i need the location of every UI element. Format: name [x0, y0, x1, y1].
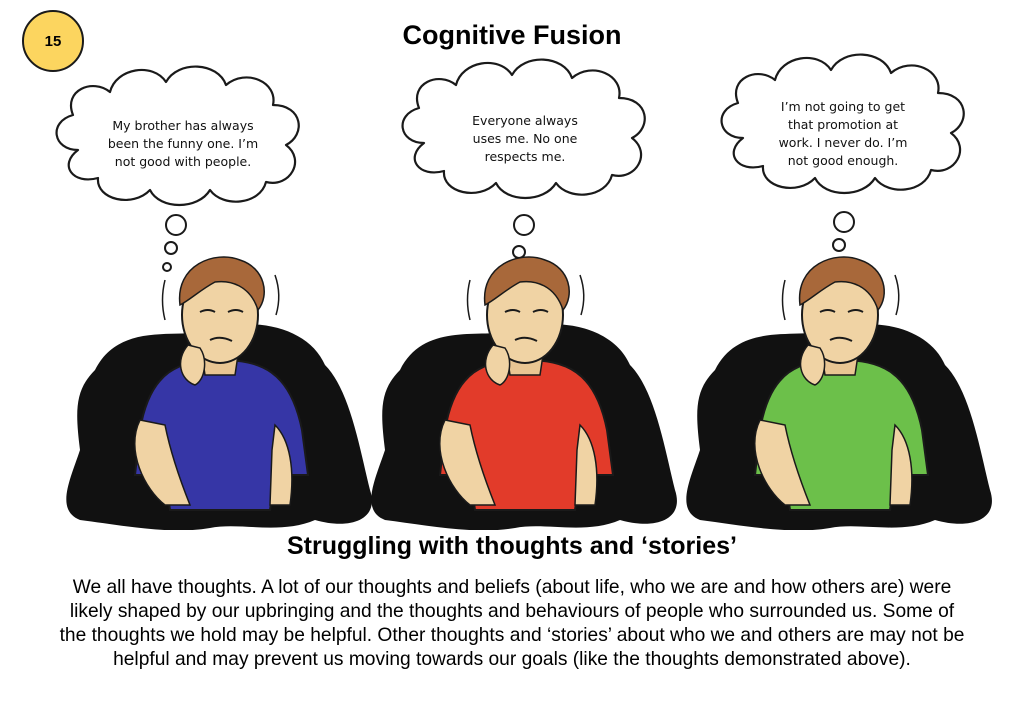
thought-bubble-dot	[512, 245, 526, 259]
thought-bubble-dot	[832, 238, 846, 252]
paragraph-line: the thoughts we hold may be helpful. Oth…	[59, 625, 965, 646]
thought-bubble-dot	[165, 214, 187, 236]
thought-text-1: My brother has always been the funny one…	[98, 117, 268, 171]
body-paragraph: We all have thoughts. A lot of our thoug…	[20, 576, 1004, 672]
thought-line: not good with people.	[114, 154, 252, 169]
thought-line: not good enough.	[787, 153, 899, 168]
page-number: 15	[44, 32, 62, 50]
thought-text-3: I’m not going to get that promotion at w…	[758, 98, 928, 170]
section-subtitle: Struggling with thoughts and ‘stories’	[287, 532, 737, 560]
paragraph-line: We all have thoughts. A lot of our thoug…	[72, 577, 952, 598]
person-figure-green	[685, 256, 993, 530]
thought-line: My brother has always	[112, 118, 254, 133]
thought-line: that promotion at	[787, 117, 899, 132]
page-number-badge: 15	[22, 10, 84, 72]
thought-bubble-dot	[162, 262, 172, 272]
thought-line: respects me.	[484, 149, 566, 164]
thought-text-2: Everyone always uses me. No one respects…	[450, 112, 600, 166]
thought-line: been the funny one. I’m	[107, 136, 259, 151]
person-figure-blue	[65, 256, 373, 530]
figures-illustration	[55, 53, 993, 530]
thought-bubble-dot	[833, 211, 855, 233]
page-title: Cognitive Fusion	[402, 20, 622, 50]
paragraph-line: likely shaped by our upbringing and the …	[69, 601, 955, 622]
paragraph-line: helpful and may prevent us moving toward…	[113, 649, 911, 670]
thought-bubble-dot	[164, 241, 178, 255]
thought-bubble-dot	[513, 214, 535, 236]
thought-line: work. I never do. I’m	[778, 135, 908, 150]
thought-line: I’m not going to get	[780, 99, 906, 114]
person-figure-red	[370, 256, 678, 530]
thought-line: uses me. No one	[472, 131, 578, 146]
thought-line: Everyone always	[472, 113, 578, 128]
